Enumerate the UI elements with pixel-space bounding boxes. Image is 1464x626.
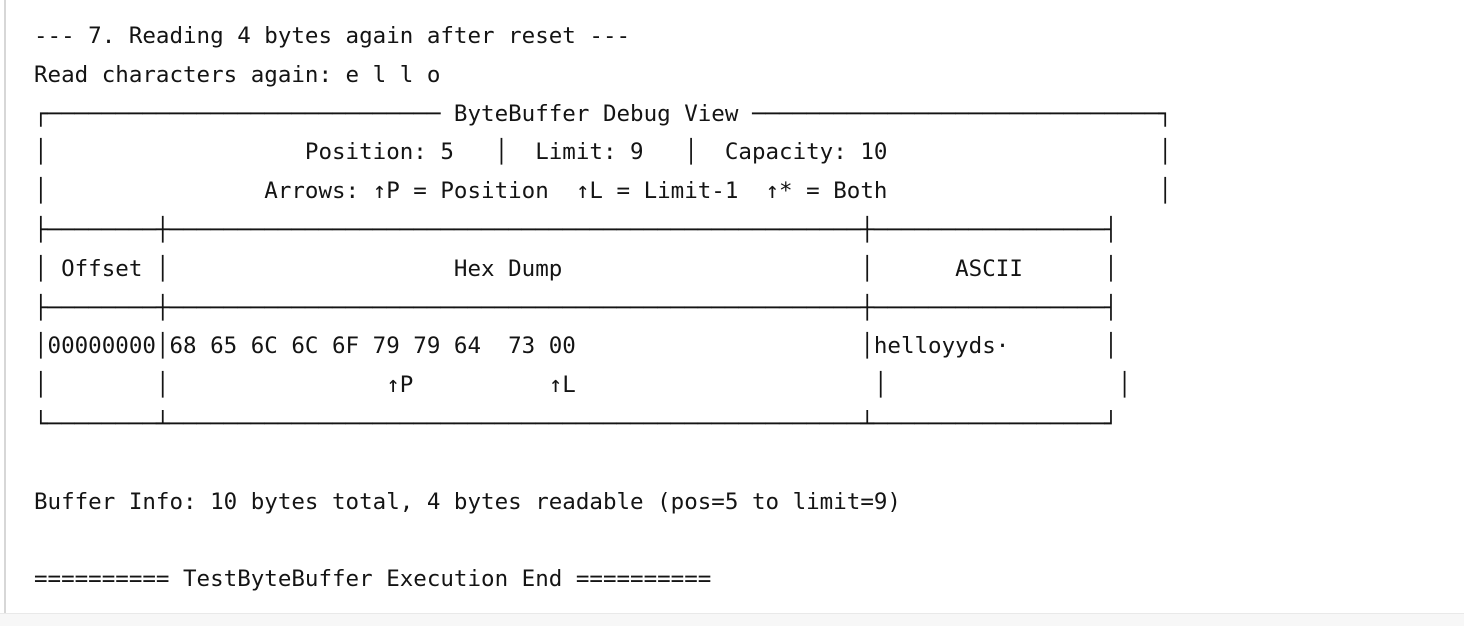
console-left-gutter-line	[4, 0, 6, 626]
debug-box-stats-line: │ Position: 5 │ Limit: 9 │ Capacity: 10 …	[34, 139, 1172, 166]
table-header-row: │ Offset │ Hex Dump │ ASCII │	[34, 255, 1118, 282]
execution-end-line: ========== TestByteBuffer Execution End …	[34, 566, 712, 593]
table-arrow-row: │ │ ↑P ↑L │ │	[34, 372, 1132, 399]
table-separator-middle: ├────────┼──────────────────────────────…	[34, 294, 1118, 321]
table-data-row: │00000000│68 65 6C 6C 6F 79 79 64 73 00 …	[34, 333, 1118, 360]
blank-line	[34, 521, 1172, 560]
read-result-line: Read characters again: e l l o	[34, 61, 441, 88]
debug-box-legend-line: │ Arrows: ↑P = Position ↑L = Limit-1 ↑* …	[34, 178, 1172, 205]
table-bottom-border: └────────┴──────────────────────────────…	[34, 410, 1118, 437]
blank-line	[34, 444, 1172, 483]
table-separator-top: ├────────┼──────────────────────────────…	[34, 216, 1118, 243]
debug-box-top-border: ┌───────────────────────────── ByteBuffe…	[34, 100, 1172, 127]
console-bottom-strip	[0, 613, 1464, 626]
step-header-line: --- 7. Reading 4 bytes again after reset…	[34, 23, 631, 49]
console-output: --- 7. Reading 4 bytes again after reset…	[34, 17, 1172, 599]
buffer-info-line: Buffer Info: 10 bytes total, 4 bytes rea…	[34, 488, 901, 515]
